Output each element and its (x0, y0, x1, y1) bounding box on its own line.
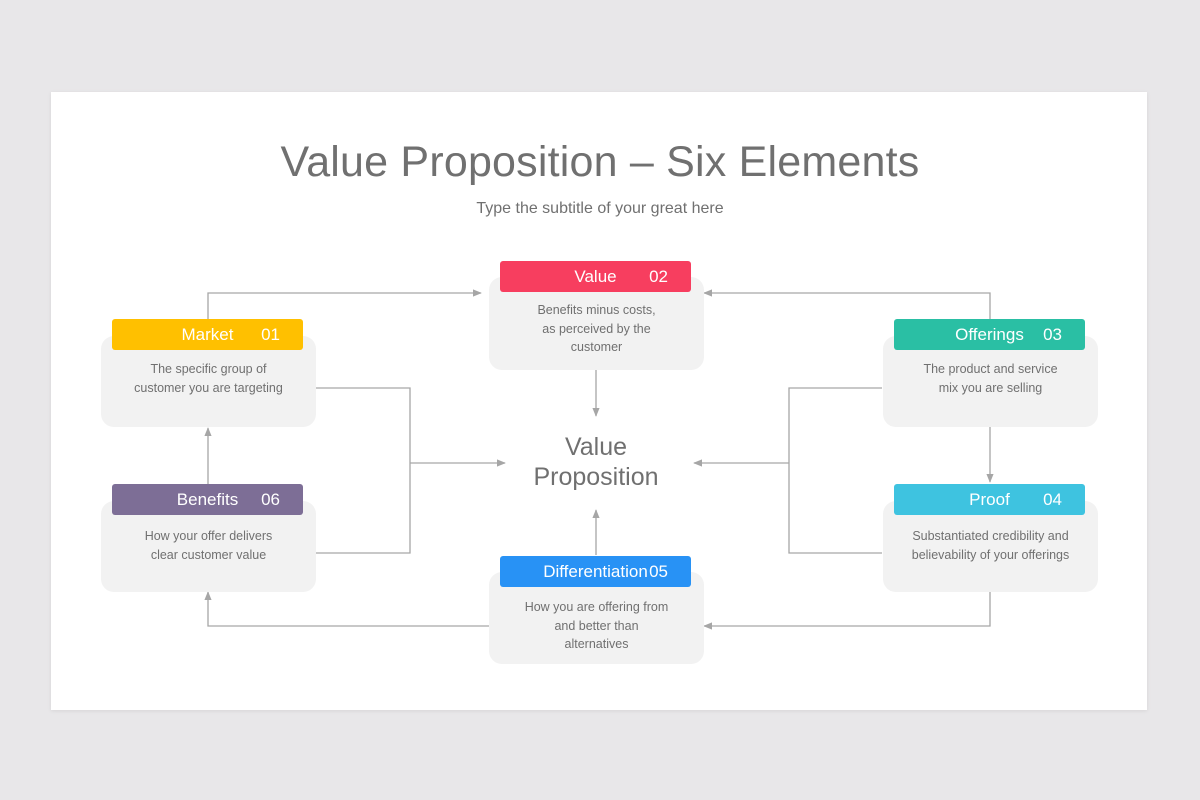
proof-card: Substantiated credibility and believabil… (883, 501, 1098, 592)
value-card: Benefits minus costs, as perceived by th… (489, 277, 704, 370)
offerings-number: 03 (1043, 325, 1062, 344)
connector-proof-differentiation (703, 592, 991, 630)
market-label: Market (181, 325, 234, 344)
offerings-card: The product and service mix you are sell… (883, 336, 1098, 427)
connector-offerings-bracket (788, 387, 882, 554)
connector-offerings-value (703, 289, 991, 320)
value-number: 02 (649, 267, 668, 286)
differentiation-label: Differentiation (543, 562, 648, 581)
proof-number: 04 (1043, 490, 1062, 509)
proof-label: Proof (969, 490, 1010, 509)
benefits-description: How your offer delivers clear customer v… (144, 529, 273, 562)
market-number: 01 (261, 325, 280, 344)
connector-market-bracket (316, 387, 411, 554)
proof-description: Substantiated credibility and believabil… (911, 529, 1070, 562)
benefits-header: Benefits 06 (112, 484, 303, 515)
benefits-label: Benefits (176, 490, 239, 509)
benefits-number: 06 (261, 490, 280, 509)
connector-market-value (207, 289, 482, 320)
differentiation-header: Differentiation 05 (500, 556, 691, 587)
market-header: Market 01 (112, 319, 303, 350)
differentiation-number: 05 (649, 562, 668, 581)
market-card: The specific group of customer you are t… (101, 336, 316, 427)
offerings-header: Offerings 03 (894, 319, 1085, 350)
center-value-proposition: Value Proposition (533, 433, 659, 491)
benefits-card: How your offer delivers clear customer v… (101, 501, 316, 592)
page-subtitle: Type the subtitle of your great here (476, 200, 724, 217)
value-header: Value 02 (500, 261, 691, 292)
page-title: Value Proposition – Six Elements (280, 138, 920, 186)
connector-differentiation-benefits (204, 591, 489, 627)
market-description: The specific group of customer you are t… (134, 362, 283, 395)
offerings-label: Offerings (955, 325, 1024, 344)
differentiation-description: How you are offering from and better tha… (524, 600, 669, 651)
proof-header: Proof 04 (894, 484, 1085, 515)
differentiation-card: How you are offering from and better tha… (489, 572, 704, 664)
offerings-description: The product and service mix you are sell… (923, 362, 1058, 395)
value-label: Value (574, 267, 617, 286)
value-description: Benefits minus costs, as perceived by th… (537, 303, 656, 354)
